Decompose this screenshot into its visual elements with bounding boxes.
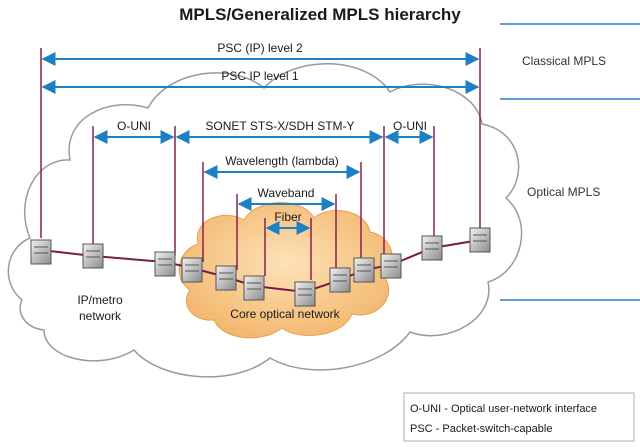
node-router	[215, 265, 237, 291]
node-router	[294, 281, 316, 307]
label-sonet: SONET STS-X/SDH STM-Y	[205, 119, 354, 133]
node-router	[82, 243, 104, 269]
diagram-title: MPLS/Generalized MPLS hierarchy	[179, 5, 461, 24]
label-ouni-right: O-UNI	[393, 119, 427, 133]
node-router	[181, 257, 203, 283]
section-optical-mpls: Optical MPLS	[527, 185, 600, 199]
node-router	[380, 253, 402, 279]
node-router	[329, 267, 351, 293]
section-classical-mpls: Classical MPLS	[522, 54, 606, 68]
node-router	[154, 251, 176, 277]
legend-box	[403, 392, 635, 442]
label-ip-metro-line2: network	[79, 309, 122, 323]
label-wavelength: Wavelength (lambda)	[225, 154, 339, 168]
label-core-optical: Core optical network	[230, 307, 340, 321]
label-fiber: Fiber	[274, 210, 301, 224]
core-optical-cloud	[178, 202, 393, 339]
node-router	[353, 257, 375, 283]
node-router	[469, 227, 491, 253]
node-router	[30, 239, 52, 265]
label-ip-metro-line1: IP/metro	[77, 293, 123, 307]
label-ouni-left: O-UNI	[117, 119, 151, 133]
hierarchy-poles	[40, 48, 481, 280]
label-psc-level2: PSC (IP) level 2	[217, 41, 303, 55]
legend-psc: PSC - Packet-switch-capable	[410, 423, 552, 435]
network-nodes	[30, 227, 491, 307]
label-psc-level1: PSC IP level 1	[221, 69, 298, 83]
node-router	[243, 275, 265, 301]
label-waveband: Waveband	[258, 186, 315, 200]
legend-o-uni: O-UNI - Optical user-network interface	[410, 403, 597, 415]
node-router	[421, 235, 443, 261]
span-arrows	[41, 52, 480, 235]
